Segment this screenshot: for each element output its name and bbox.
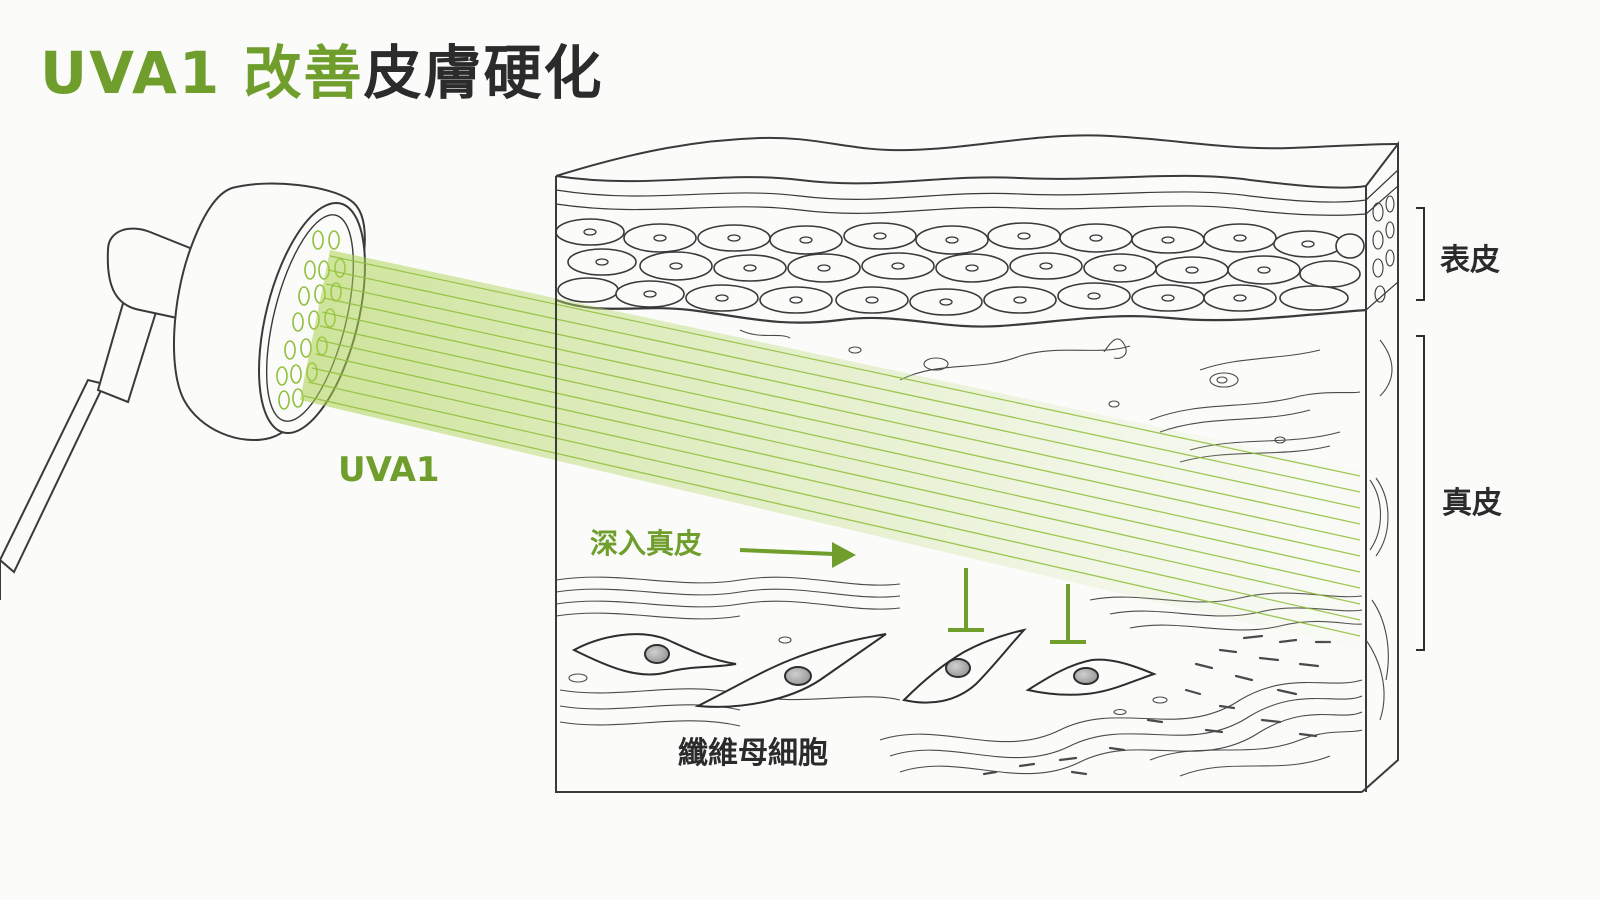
fibroblast-cells [571,628,1157,708]
collagen-dashes [982,634,1332,776]
epidermis-label: 表皮 [1440,243,1500,278]
title-rest: 皮膚硬化 [363,39,604,107]
epidermis-cells [555,195,1395,316]
uva1-label: UVA1 [338,450,440,490]
inhibition-markers [948,568,1086,644]
fibroblast-label: 纖維母細胞 [678,736,828,771]
penetration-label: 深入真皮 [590,527,703,560]
page-title: UVA1 改善皮膚硬化 [40,26,604,110]
layer-brackets [1416,207,1425,651]
title-highlight: UVA1 改善 [40,39,364,107]
penetration-arrow [739,542,856,568]
dermis-fibers [555,329,1393,777]
uva1-beam [300,250,1361,650]
dermis-label: 真皮 [1442,486,1502,521]
